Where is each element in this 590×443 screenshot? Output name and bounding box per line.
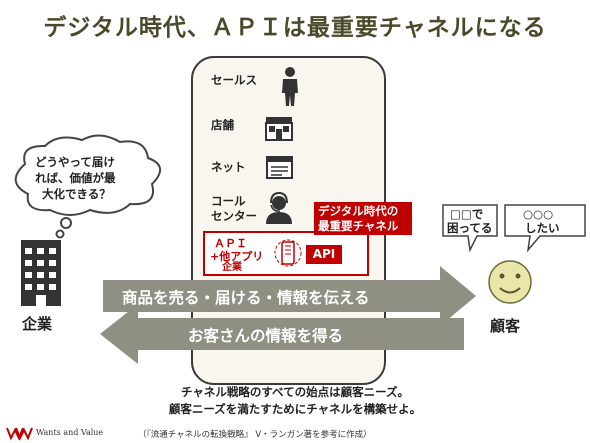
salesperson-icon	[282, 67, 298, 106]
channel-label-call-center-1: コール	[211, 194, 246, 208]
arrow-left-label: お客さんの情報を得る	[188, 327, 344, 345]
company-building-icon	[21, 240, 61, 306]
smartphone-app-icon	[274, 239, 302, 267]
bubble-left-line-2: 困ってる	[447, 221, 493, 235]
api-line-1: ＡＰＩ	[214, 237, 247, 250]
storefront-icon	[265, 117, 293, 141]
arrow-right	[103, 266, 476, 326]
arrow-right-label: 商品を売る・届ける・情報を伝える	[122, 289, 370, 307]
page-title: デジタル時代、ＡＰＩは最重要チャネルになる	[43, 15, 547, 41]
arrow-left	[100, 304, 464, 364]
thought-line-3: 大化できる？	[42, 187, 111, 201]
channel-label-store: 店舗	[211, 118, 234, 132]
bubble-left-line-1: □□で	[450, 207, 484, 221]
channel-label-call-center-2: センター	[211, 209, 257, 223]
api-badge	[306, 245, 342, 264]
bubble-right-line-1: ○○○	[523, 207, 554, 221]
speech-bubble-right	[504, 204, 586, 253]
web-browser-icon	[266, 156, 293, 179]
thought-line-2: れば、価値が最	[35, 171, 116, 185]
thought-cloud	[14, 134, 161, 239]
footer-line-1: チャネル戦略のすべての始点は顧客ニーズ。	[180, 385, 410, 399]
speech-bubble-left	[442, 204, 498, 253]
bubble-right-line-2: したい	[525, 221, 560, 235]
callout-line-1: デジタル時代の	[318, 204, 399, 218]
channel-label-sales: セールス	[211, 73, 257, 87]
channel-label-net: ネット	[211, 160, 246, 174]
customer-smiley-icon	[488, 260, 532, 304]
logo-text: Wants and Value	[36, 428, 104, 437]
company-label: 企業	[22, 315, 53, 333]
callout-box	[314, 202, 412, 235]
callout-line-2: 最重要チャネル	[318, 219, 399, 233]
thought-line-1: どうやって届け	[35, 155, 115, 169]
headset-operator-icon	[266, 191, 292, 224]
customer-label: 顧客	[490, 317, 521, 335]
api-badge-label: API	[312, 247, 336, 261]
api-line-2: +他アプリ	[210, 250, 264, 263]
wants-and-value-logo-icon	[6, 427, 33, 441]
source-note: （『流通チャネルの転換戦略』 V・ランガン著を参考に作成）	[138, 430, 372, 440]
api-line-3: 企業	[222, 262, 242, 273]
footer-line-2: 顧客ニーズを満たすためにチャネルを構築せよ。	[168, 402, 422, 416]
